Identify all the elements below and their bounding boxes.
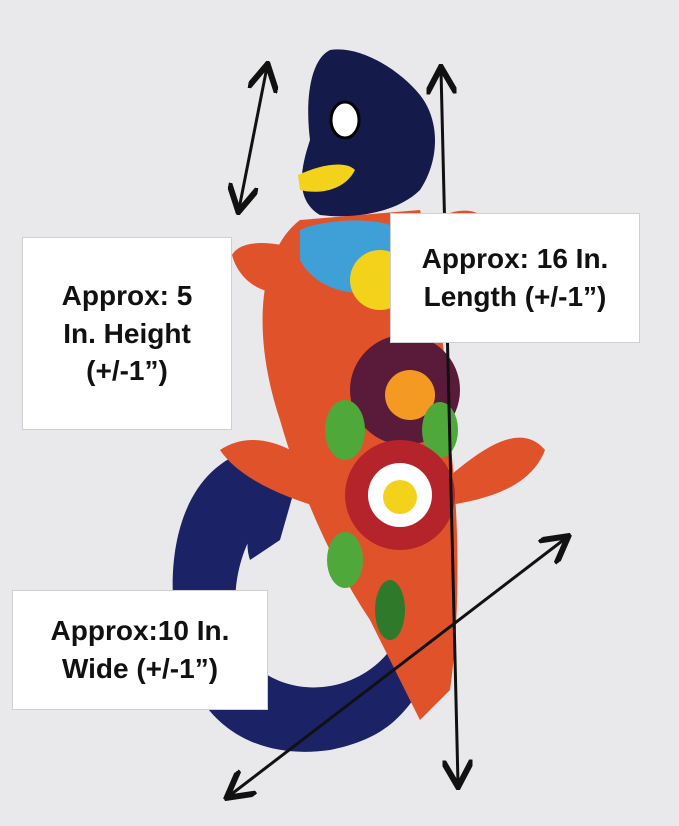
- lizard-back-leg-left: [220, 440, 330, 510]
- length-label-line: Approx: 16 In.: [421, 243, 609, 275]
- length-label: Approx: 16 In. Length (+/-1”): [390, 213, 640, 343]
- height-arrow: [239, 67, 267, 209]
- height-label: Approx: 5 In. Height (+/-1”): [22, 237, 232, 430]
- height-label-line: Approx: 5: [61, 279, 193, 311]
- width-label-line: Approx:10 In.: [50, 615, 230, 647]
- width-label: Approx:10 In. Wide (+/-1”): [12, 590, 268, 710]
- width-label-line: Wide (+/-1”): [61, 653, 219, 684]
- height-label-line: (+/-1”): [86, 355, 168, 387]
- lizard-eye: [329, 100, 361, 140]
- lizard-mouth: [298, 164, 355, 192]
- width-arrow: [229, 538, 566, 796]
- lizard-front-leg-left: [232, 243, 300, 294]
- length-label-line: Length (+/-1”): [423, 281, 607, 312]
- height-label-line: In. Height: [63, 317, 191, 349]
